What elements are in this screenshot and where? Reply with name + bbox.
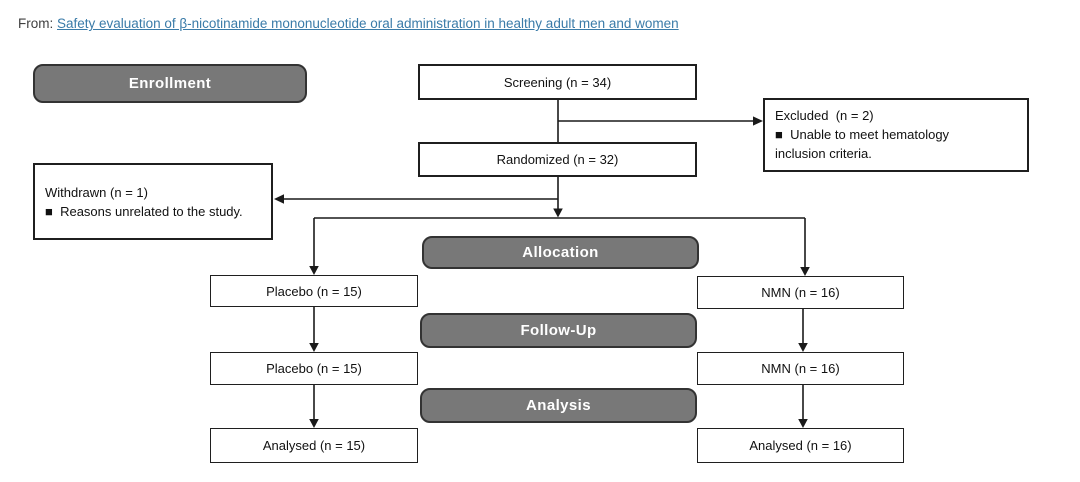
node-placebo-allocation: Placebo (n = 15): [210, 275, 418, 307]
withdrawn-reason: ■ Reasons unrelated to the study.: [45, 203, 243, 219]
arrowhead-placebo-followup: [309, 343, 319, 352]
arrowhead-withdrawn: [274, 194, 284, 204]
node-nmn-followup: NMN (n = 16): [697, 352, 904, 385]
excluded-title: Excluded (n = 2): [775, 108, 874, 123]
stage-enrollment: Enrollment: [33, 64, 307, 103]
node-excluded: Excluded (n = 2) ■ Unable to meet hemato…: [763, 98, 1029, 172]
node-nmn-allocation: NMN (n = 16): [697, 276, 904, 309]
node-analysed-nmn: Analysed (n = 16): [697, 428, 904, 463]
node-withdrawn: Withdrawn (n = 1) ■ Reasons unrelated to…: [33, 163, 273, 240]
arrowhead-nmn-followup: [798, 343, 808, 352]
excluded-reason-cont: inclusion criteria.: [775, 146, 872, 161]
arrowhead-excluded: [753, 116, 763, 126]
withdrawn-title: Withdrawn (n = 1): [45, 184, 148, 200]
arrowhead-placebo-analysis: [309, 419, 319, 428]
node-analysed-placebo: Analysed (n = 15): [210, 428, 418, 463]
arrowhead-nmn-analysis: [798, 419, 808, 428]
arrowhead-nmn-allocation: [800, 267, 810, 276]
node-randomized: Randomized (n = 32): [418, 142, 697, 177]
stage-allocation: Allocation: [422, 236, 699, 269]
arrowhead-placebo-allocation: [309, 266, 319, 275]
source-prefix: From:: [18, 16, 54, 31]
article-title-link[interactable]: Safety evaluation of β-nicotinamide mono…: [57, 16, 679, 31]
node-placebo-followup: Placebo (n = 15): [210, 352, 418, 385]
stage-followup: Follow-Up: [420, 313, 697, 348]
arrowhead-split: [553, 208, 563, 218]
excluded-reason: ■ Unable to meet hematology: [775, 127, 950, 142]
stage-analysis: Analysis: [420, 388, 697, 423]
node-screening: Screening (n = 34): [418, 64, 697, 100]
figure-source-line: From: Safety evaluation of β-nicotinamid…: [18, 16, 679, 31]
